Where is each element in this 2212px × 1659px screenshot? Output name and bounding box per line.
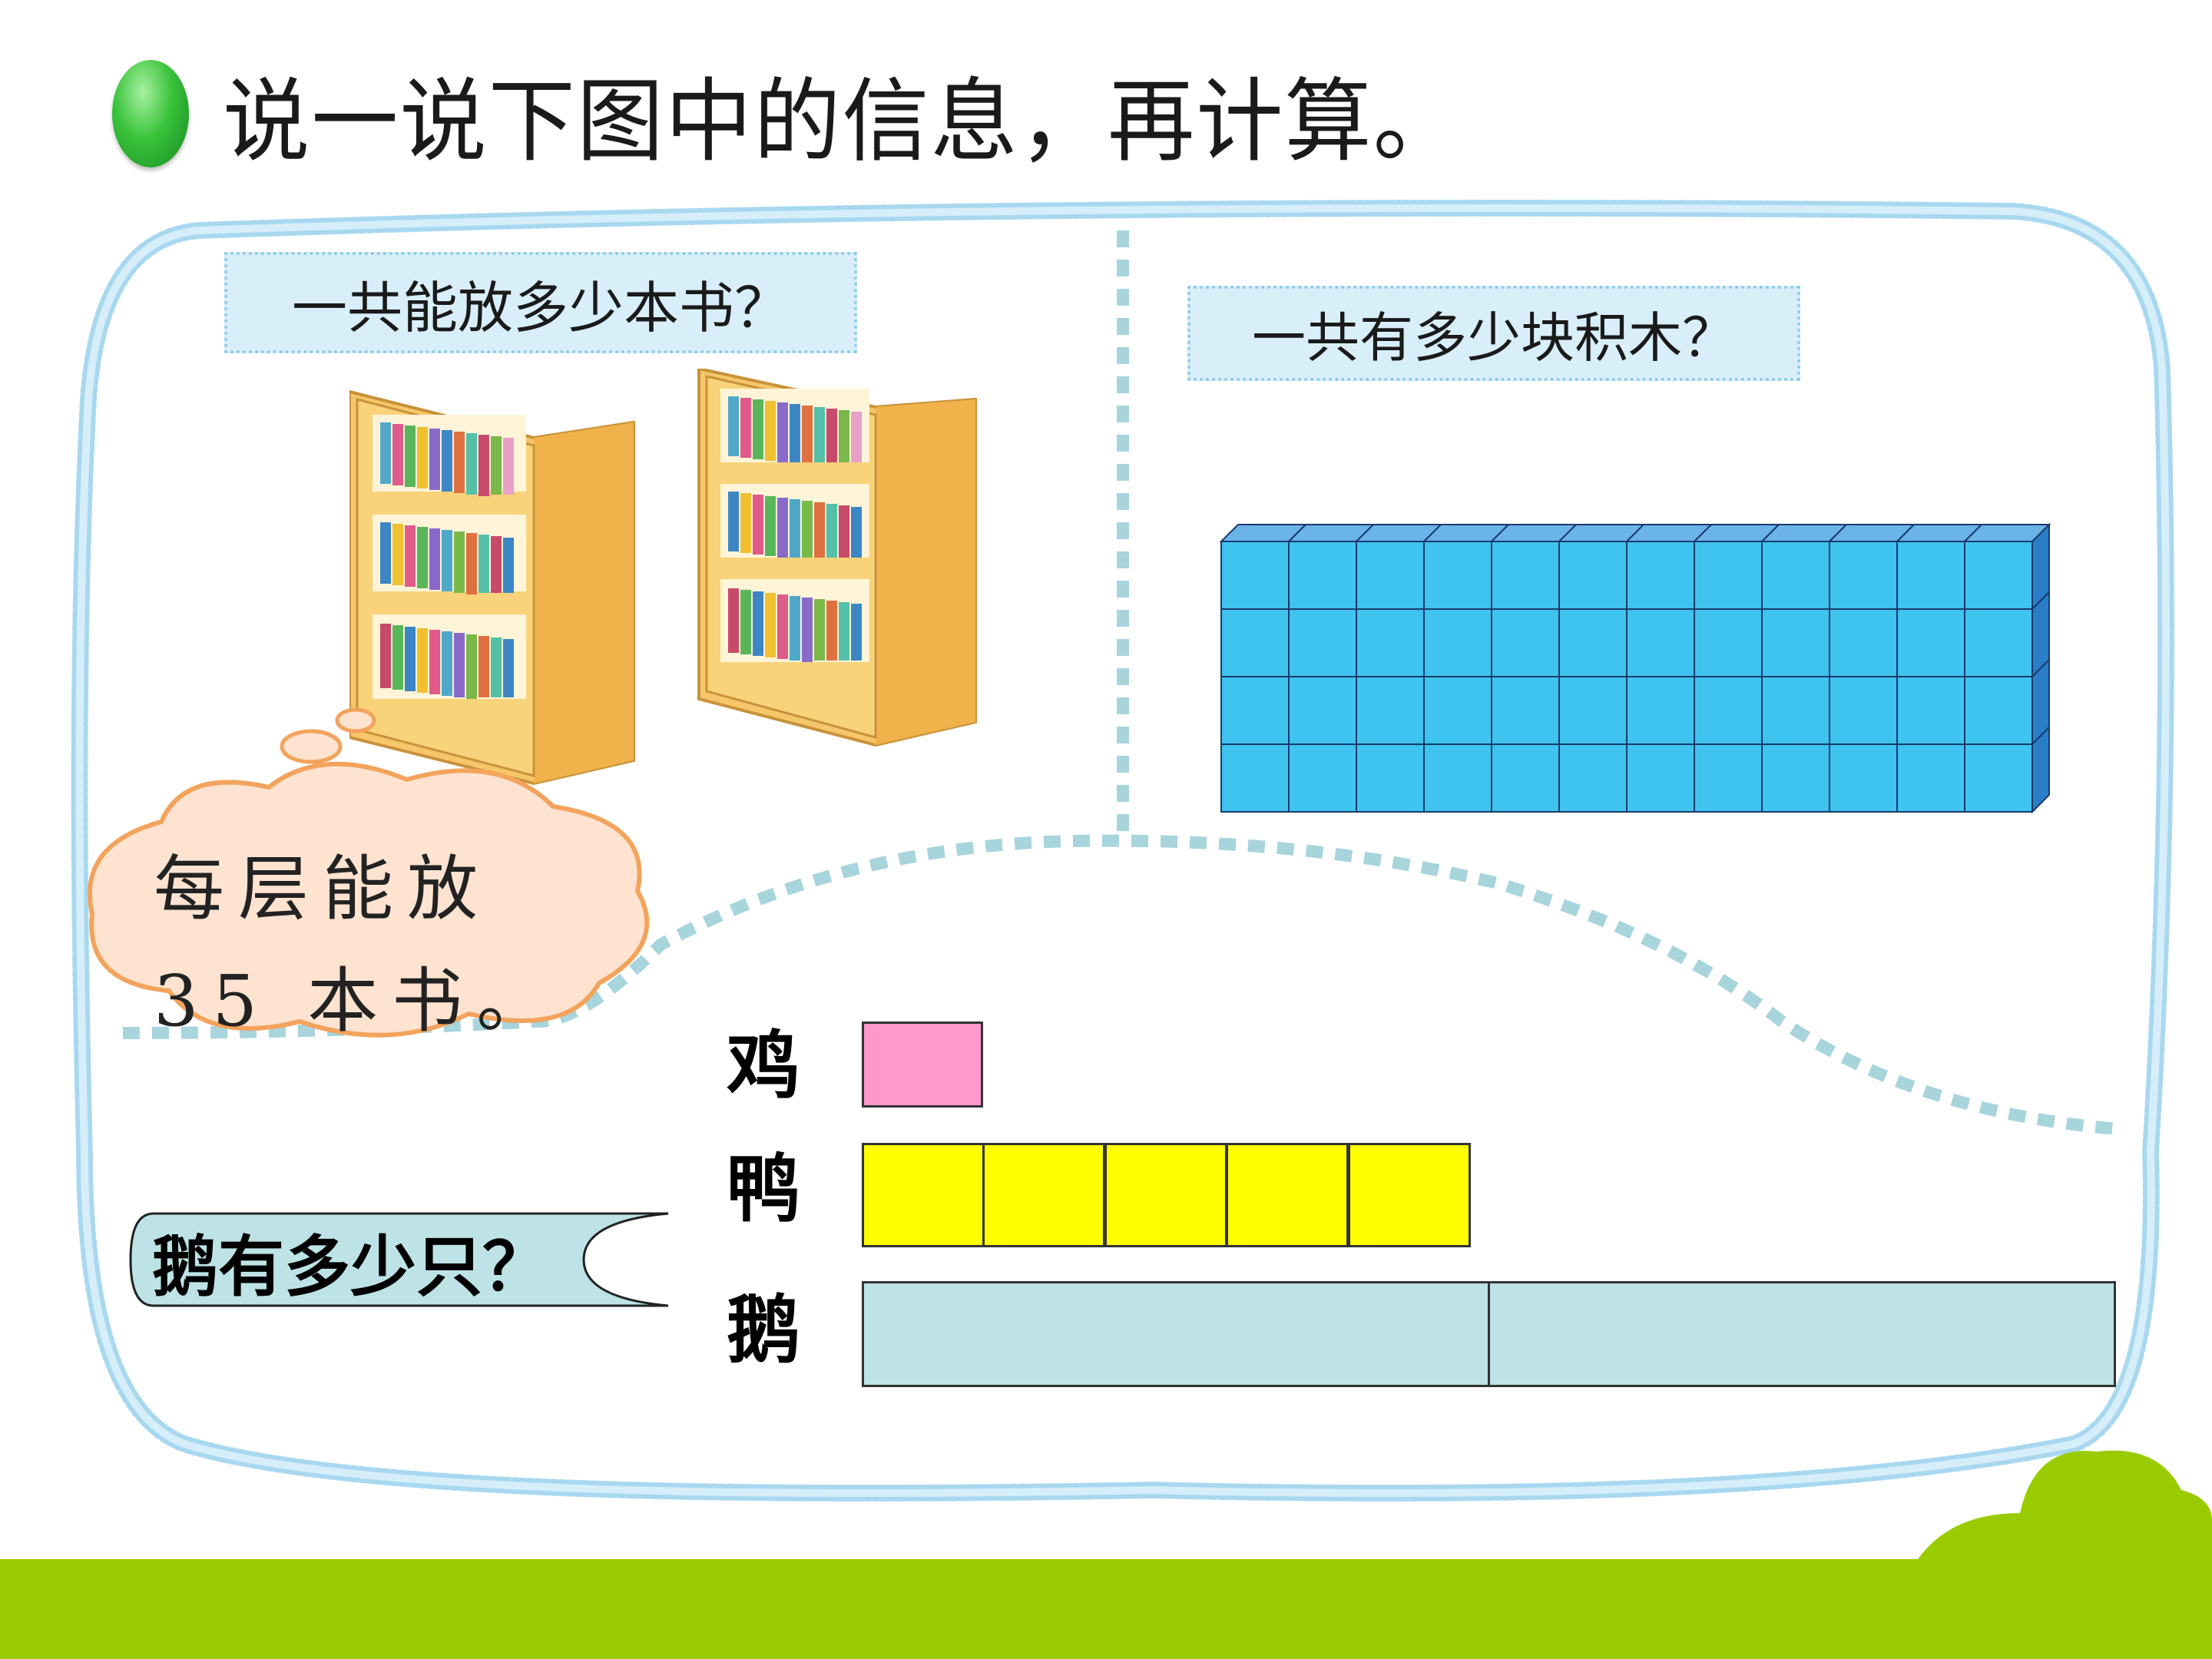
block (1491, 676, 1560, 745)
duck-bar-unit (1226, 1143, 1349, 1247)
books-row (380, 422, 514, 699)
block (1356, 743, 1425, 813)
block-wall (1219, 522, 2051, 814)
block (1964, 541, 2033, 610)
goose-bar-part (862, 1281, 1490, 1387)
duck-bar-unit (1348, 1143, 1471, 1247)
block (1558, 743, 1628, 813)
block (1288, 541, 1357, 610)
thought-bubble-text: 每层能放 35 本书。 (154, 848, 561, 1042)
block (1626, 743, 1695, 813)
block (1626, 541, 1695, 610)
block (1423, 608, 1492, 677)
block (1761, 743, 1830, 813)
blocks-question: 一共有多少块积木？ (1187, 286, 1800, 381)
bottom-band (0, 1559, 2212, 1659)
bookshelf-right (697, 369, 977, 747)
goose-label: 鹅 (727, 1286, 800, 1373)
block (1761, 676, 1830, 745)
block (1356, 676, 1425, 745)
block (1694, 676, 1763, 745)
block (1288, 743, 1357, 813)
green-hill-decoration (1905, 1450, 2212, 1582)
block (1558, 676, 1628, 745)
block (1220, 743, 1290, 813)
chicken-label: 鸡 (727, 1022, 800, 1109)
block (1558, 608, 1628, 677)
bookshelf-left (349, 389, 635, 786)
block (1491, 608, 1560, 677)
duck-bar-unit (862, 1143, 985, 1247)
block (1558, 541, 1628, 610)
block (1626, 676, 1695, 745)
block (1896, 541, 1965, 610)
block (1626, 608, 1695, 677)
block (1829, 743, 1898, 813)
block (1220, 608, 1290, 677)
block (1220, 676, 1290, 745)
block (1491, 541, 1560, 610)
page-title: 说一说下图中的信息，再计算。 (223, 68, 1462, 174)
block (1694, 743, 1763, 813)
block (1761, 608, 1830, 677)
block (1423, 743, 1492, 813)
block (1423, 676, 1492, 745)
goose-question: 鹅有多少只？ (152, 1228, 548, 1306)
block (1896, 743, 1965, 813)
block (1964, 608, 2033, 677)
block (1423, 541, 1492, 610)
block (1829, 541, 1898, 610)
block (1829, 608, 1898, 677)
goose-question-banner (129, 1212, 669, 1307)
block (1288, 608, 1357, 677)
duck-label: 鸭 (727, 1145, 800, 1232)
block (1694, 608, 1763, 677)
block (1356, 541, 1425, 610)
duck-bar-unit (982, 1143, 1105, 1247)
block (1761, 541, 1830, 610)
block (1896, 608, 1965, 677)
green-dot-icon (112, 60, 189, 167)
block (1491, 743, 1560, 813)
goose-bar-part (1488, 1281, 2116, 1387)
block (1694, 541, 1763, 610)
block (1288, 676, 1357, 745)
bookshelf-question: 一共能放多少本书？ (224, 252, 857, 353)
block (1964, 743, 2033, 813)
block (1896, 676, 1965, 745)
block (1220, 541, 1290, 610)
thought-bubble (87, 707, 650, 1038)
block (1829, 676, 1898, 745)
block (1964, 676, 2033, 745)
chicken-bar (862, 1022, 983, 1108)
bookshelf-illustration (349, 369, 977, 786)
block (1356, 608, 1425, 677)
duck-bar-unit (1104, 1143, 1227, 1247)
